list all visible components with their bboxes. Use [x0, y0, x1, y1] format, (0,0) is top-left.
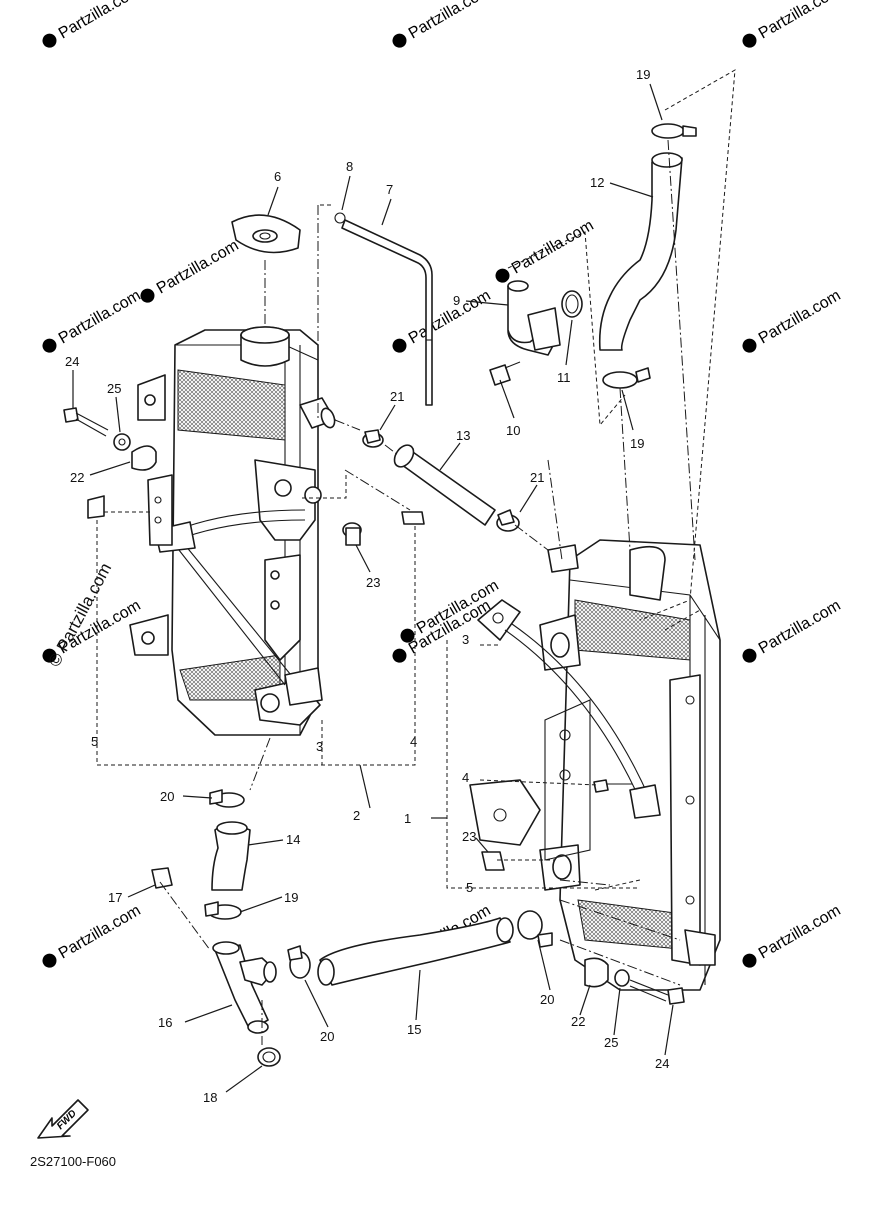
callout-7: 7 [386, 182, 393, 197]
lower-radiator-hose [287, 910, 553, 986]
connecting-hose [362, 429, 520, 532]
callout-19-right: 19 [630, 436, 644, 451]
callout-22-left: 22 [70, 470, 84, 485]
lower-hose-left [204, 789, 251, 920]
figure-code: 2S27100-F060 [30, 1154, 116, 1169]
callout-21-lower: 21 [530, 470, 544, 485]
callout-5-left: 5 [91, 734, 98, 749]
callout-14: 14 [286, 832, 300, 847]
breather-hose [334, 212, 433, 406]
water-pump-elbow [151, 867, 281, 1067]
callout-11: 11 [557, 370, 571, 385]
callout-18: 18 [203, 1090, 217, 1105]
callout-15: 15 [407, 1022, 421, 1037]
callout-20-right: 20 [540, 992, 554, 1007]
callout-4-left: 4 [410, 734, 417, 749]
callout-12: 12 [590, 175, 604, 190]
callout-20-left: 20 [320, 1029, 334, 1044]
callout-25-left: 25 [107, 381, 121, 396]
callout-6: 6 [274, 169, 281, 184]
callout-20-upper: 20 [160, 789, 174, 804]
callout-1: 1 [404, 811, 411, 826]
callout-10: 10 [506, 423, 520, 438]
callout-22-right: 22 [571, 1014, 585, 1029]
callout-labels: 19 12 8 7 6 9 11 10 19 24 25 22 21 13 21… [65, 67, 669, 1105]
callout-23-right: 23 [462, 829, 476, 844]
callout-4-right: 4 [462, 770, 469, 785]
callout-17: 17 [108, 890, 122, 905]
right-radiator [469, 539, 721, 991]
callout-24-left: 24 [65, 354, 79, 369]
fwd-arrow-icon: FWD [37, 1099, 89, 1139]
callout-8: 8 [346, 159, 353, 174]
leader-lines [72, 83, 674, 1093]
callout-19-top: 19 [636, 67, 650, 82]
callout-9: 9 [453, 293, 460, 308]
callout-21-upper: 21 [390, 389, 404, 404]
right-mount-hardware [481, 779, 685, 1005]
upper-radiator-hose [598, 123, 697, 389]
left-radiator [129, 326, 336, 736]
callout-13: 13 [456, 428, 470, 443]
callout-2: 2 [353, 808, 360, 823]
callout-3-left: 3 [316, 739, 323, 754]
callout-16: 16 [158, 1015, 172, 1030]
callout-24-right: 24 [655, 1056, 669, 1071]
callout-23-left: 23 [366, 575, 380, 590]
left-mount-hardware [63, 407, 425, 546]
callout-19-lower: 19 [284, 890, 298, 905]
callout-3-right: 3 [462, 632, 469, 647]
callout-25-right: 25 [604, 1035, 618, 1050]
water-pipe-fitting [489, 280, 583, 386]
radiator-cap [231, 214, 301, 254]
callout-5-right: 5 [466, 880, 473, 895]
assembly-lines [96, 69, 736, 1045]
